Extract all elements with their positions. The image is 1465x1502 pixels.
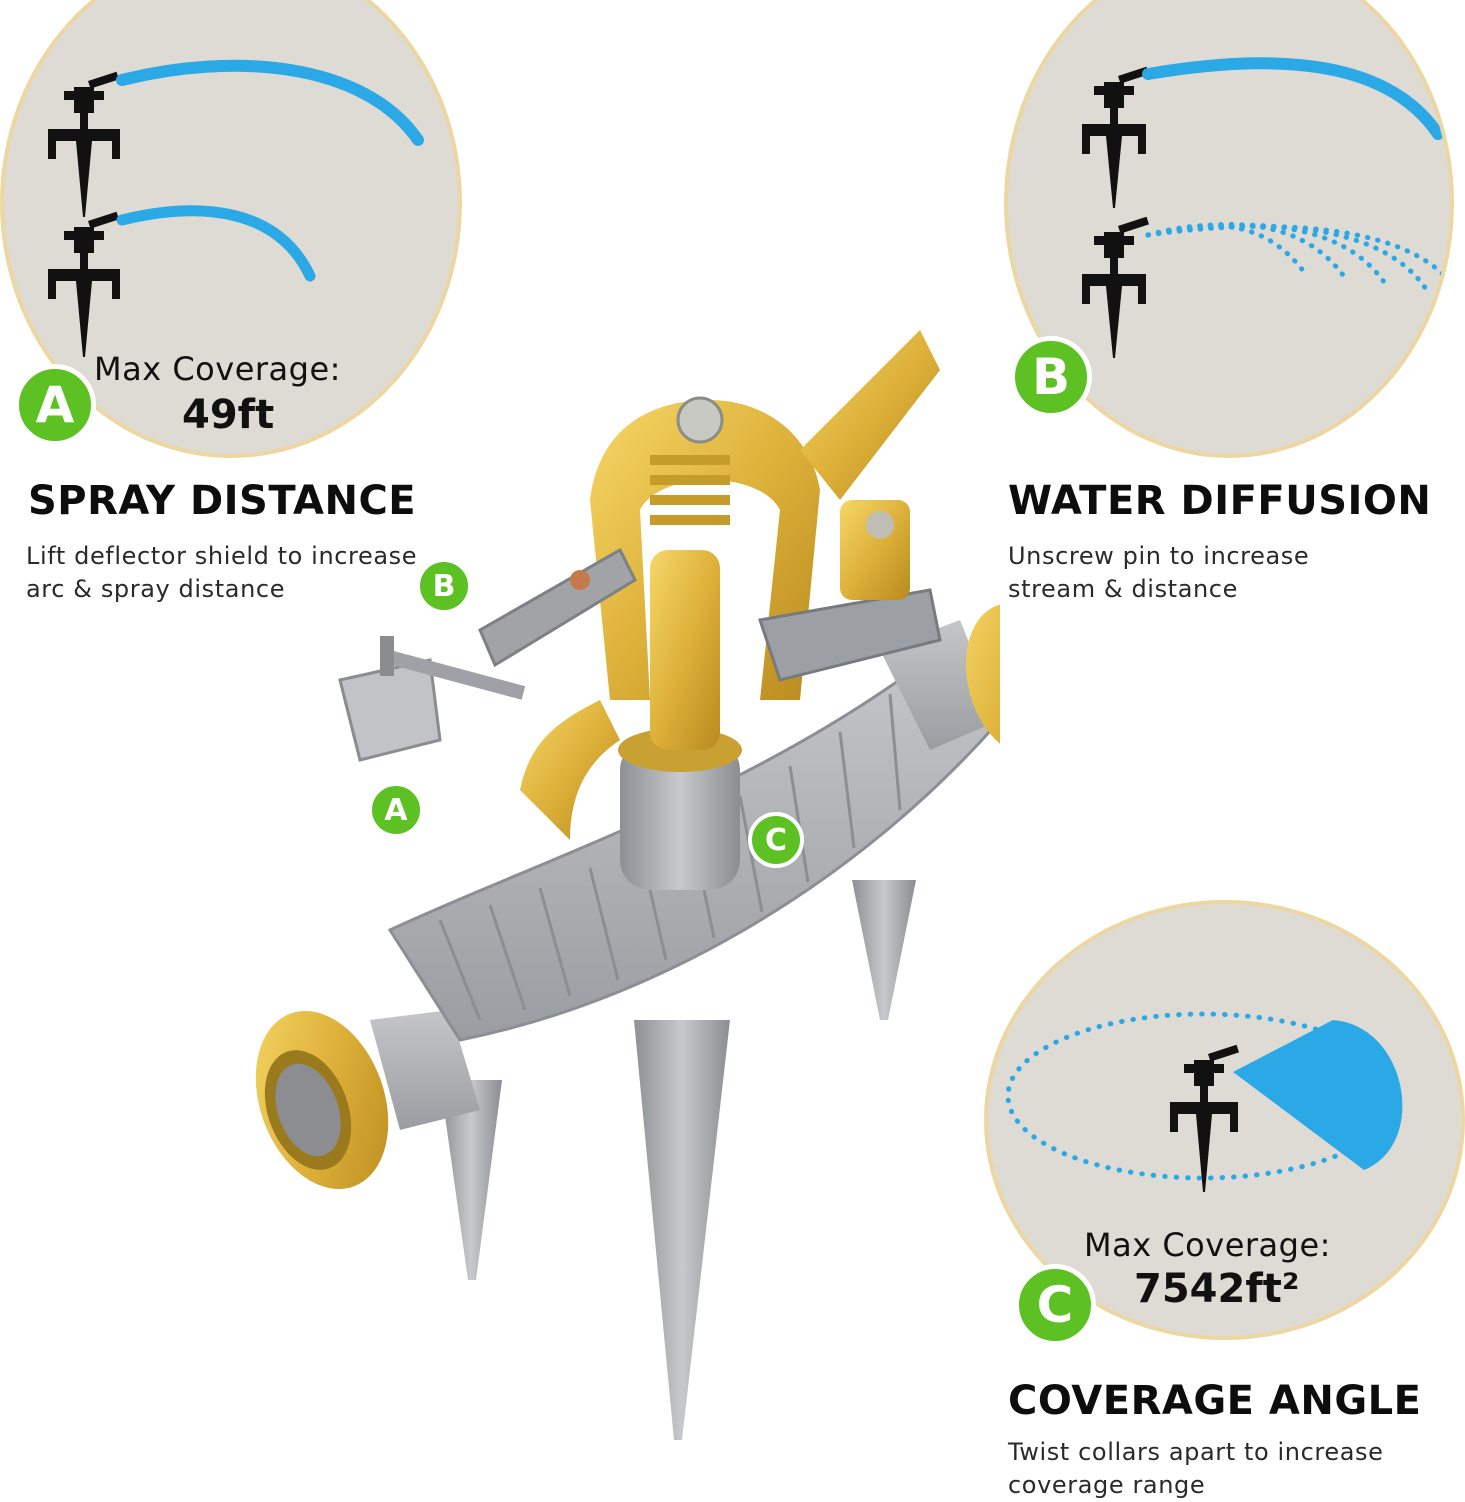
reversing-mechanism (758, 500, 942, 682)
spray-distance-title: SPRAY DISTANCE (28, 478, 417, 524)
sprinkler-icon (48, 71, 120, 217)
hose-connector-right (880, 603, 1000, 757)
description-line: Unscrew pin to increase (1008, 542, 1310, 570)
spray-distance-illustration (48, 59, 424, 357)
sprinkler-icon (1170, 1044, 1240, 1192)
water-diffusion-panel (1004, 0, 1454, 458)
sprinkler-icon (48, 211, 120, 357)
callout-badge-b: B (416, 558, 472, 614)
water-spray-icon (1145, 222, 1450, 295)
coverage-label: Max Coverage: (1084, 1226, 1331, 1264)
sprinkler-icon (1082, 216, 1150, 358)
hose-connector-left (255, 1010, 480, 1190)
coverage-angle-description: Twist collars apart to increase coverage… (1008, 1436, 1383, 1502)
coverage-value: 7542ft² (1134, 1266, 1300, 1312)
description-line: Twist collars apart to increase (1008, 1438, 1384, 1466)
water-arc-icon (1142, 57, 1444, 140)
coverage-angle-illustration (1005, 1011, 1403, 1192)
riser-column (618, 728, 742, 890)
coverage-area-icon (1005, 1011, 1403, 1181)
description-line: arc & spray distance (26, 575, 286, 603)
water-arc-icon (116, 59, 424, 146)
badge-a: A (14, 364, 96, 446)
description-line: Lift deflector shield to increase (26, 542, 418, 570)
spray-distance-description: Lift deflector shield to increase arc & … (26, 540, 417, 606)
impact-sprinkler-product (255, 330, 1000, 1440)
callout-badge-c: C (748, 812, 804, 868)
coverage-value: 49ft (182, 392, 275, 438)
water-diffusion-description: Unscrew pin to increase stream & distanc… (1008, 540, 1309, 606)
badge-c: C (1014, 1264, 1096, 1346)
coverage-label: Max Coverage: (94, 350, 341, 388)
sprinkler-icon (1082, 66, 1150, 208)
description-line: coverage range (1008, 1471, 1206, 1499)
callout-badge-a: A (368, 782, 424, 838)
deflector-shield (338, 636, 526, 762)
water-diffusion-illustration (1082, 57, 1450, 358)
ground-spikes (440, 880, 916, 1440)
sprinkler-head (478, 330, 940, 840)
description-line: stream & distance (1008, 575, 1238, 603)
water-arc-icon (116, 205, 316, 282)
water-diffusion-title: WATER DIFFUSION (1008, 478, 1432, 524)
coverage-angle-title: COVERAGE ANGLE (1008, 1378, 1422, 1424)
badge-b: B (1010, 336, 1092, 418)
